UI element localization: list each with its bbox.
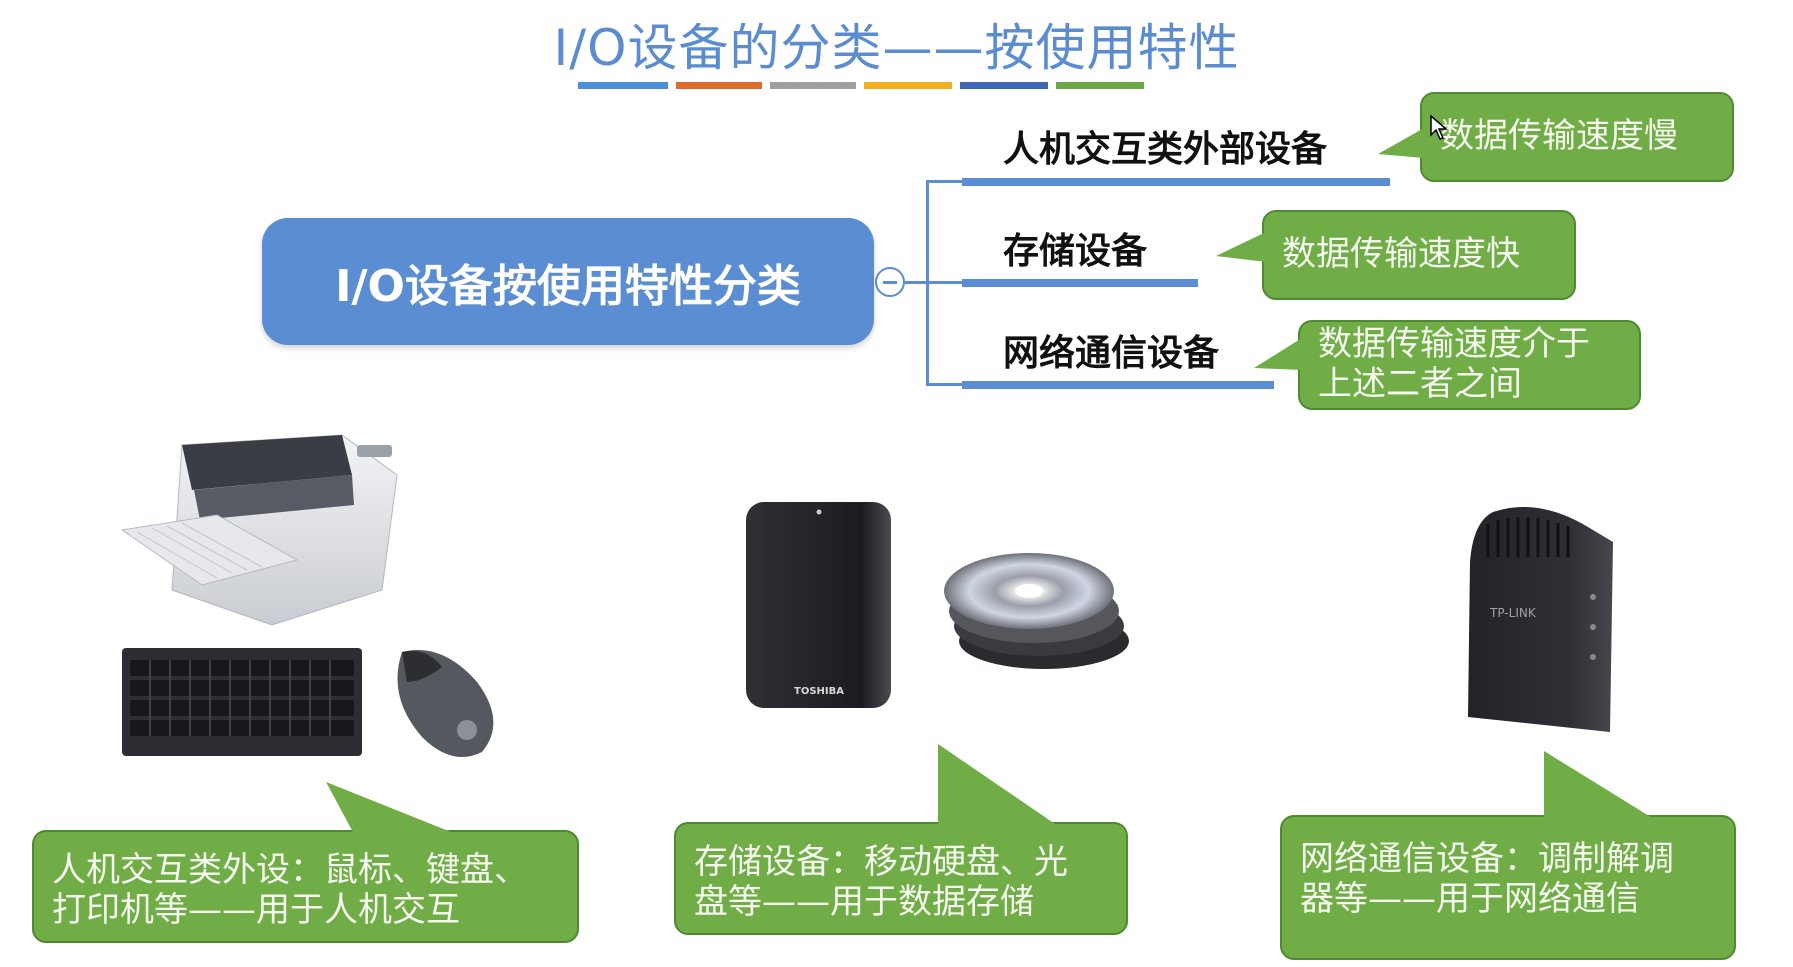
- callout-tail: [938, 744, 1058, 826]
- title-color-bar: [1056, 82, 1144, 89]
- branch-underline: [962, 381, 1274, 389]
- callout-tail: [1216, 232, 1266, 268]
- note-text: 数据传输速度快: [1264, 212, 1574, 284]
- slide-title: I/O设备的分类——按使用特性: [0, 8, 1793, 80]
- connector-line: [926, 281, 962, 284]
- hdd-brand-text: TOSHIBA: [794, 686, 844, 697]
- callout-tail: [1544, 751, 1654, 819]
- callout-human-interaction-devices: 人机交互类外设：鼠标、键盘、 打印机等——用于人机交互: [32, 830, 579, 943]
- branch-label-human-interaction: 人机交互类外部设备: [1003, 120, 1327, 172]
- note-text-line: 数据传输速度介于: [1318, 324, 1621, 364]
- note-callout-fast: 数据传输速度快: [1262, 210, 1576, 300]
- title-color-bar: [676, 82, 762, 89]
- mindmap-root-label: I/O设备按使用特性分类: [335, 250, 801, 314]
- modem-brand-text: TP-LINK: [1489, 606, 1537, 620]
- callout-tail: [1378, 128, 1424, 164]
- connector-line: [926, 383, 962, 386]
- title-color-bar: [960, 82, 1048, 89]
- title-color-bar: [864, 82, 952, 89]
- callout-text-line: 打印机等——用于人机交互: [52, 890, 559, 930]
- callout-text-line: 网络通信设备：调制解调: [1300, 839, 1716, 879]
- callout-storage-devices: 存储设备：移动硬盘、光 盘等——用于数据存储: [674, 822, 1128, 935]
- connector-line: [926, 180, 962, 183]
- optical-discs-image: [944, 536, 1134, 676]
- branch-underline: [962, 178, 1390, 186]
- connector-line: [905, 281, 927, 284]
- note-text: 数据传输速度慢: [1422, 94, 1732, 166]
- mouse-cursor-icon: [1430, 115, 1448, 141]
- branch-label-storage: 存储设备: [1003, 222, 1147, 274]
- callout-text-line: 盘等——用于数据存储: [694, 882, 1108, 922]
- note-callout-slow: 数据传输速度慢: [1420, 92, 1734, 182]
- callout-tail: [326, 782, 456, 834]
- printer-image: [122, 420, 402, 630]
- title-color-bar: [770, 82, 856, 89]
- callout-network-devices: 网络通信设备：调制解调 器等——用于网络通信: [1280, 815, 1736, 960]
- callout-text-line: 人机交互类外设：鼠标、键盘、: [52, 850, 559, 890]
- callout-tail: [1254, 338, 1302, 374]
- note-callout-medium: 数据传输速度介于 上述二者之间: [1298, 320, 1641, 410]
- branch-underline: [962, 279, 1198, 287]
- note-text-line: 上述二者之间: [1318, 364, 1621, 404]
- title-color-bar: [578, 82, 668, 89]
- modem-image: TP-LINK: [1458, 502, 1618, 752]
- mindmap-root-node[interactable]: I/O设备按使用特性分类: [262, 218, 874, 345]
- mouse-image: [382, 642, 512, 762]
- keyboard-image: [122, 648, 362, 756]
- external-hard-drive-image: TOSHIBA: [718, 494, 940, 716]
- callout-text-line: 器等——用于网络通信: [1300, 879, 1716, 919]
- collapse-toggle-icon[interactable]: [875, 267, 905, 297]
- branch-label-network: 网络通信设备: [1003, 324, 1219, 376]
- callout-text-line: 存储设备：移动硬盘、光: [694, 842, 1108, 882]
